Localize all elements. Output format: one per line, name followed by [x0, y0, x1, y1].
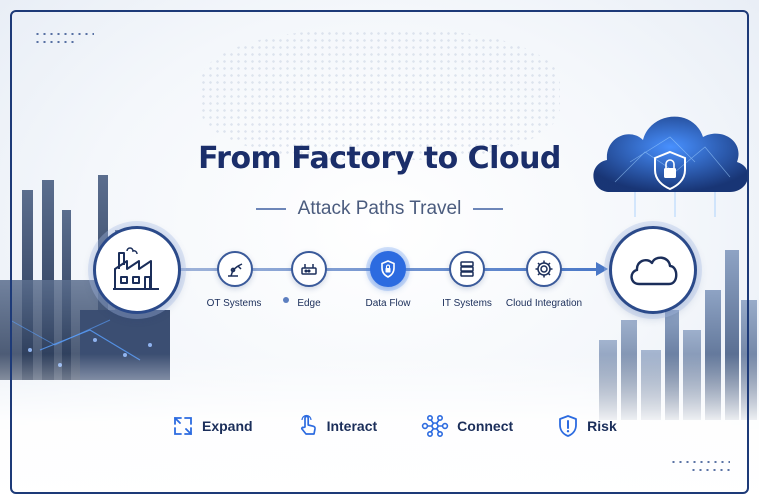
cloud-icon	[630, 256, 678, 286]
cloud-hero-graphic	[593, 116, 749, 217]
robot-arm-icon	[228, 263, 243, 277]
dot-strip-bottom-right	[670, 460, 730, 464]
gear-icon	[535, 260, 553, 278]
node-edge[interactable]	[291, 251, 327, 287]
router-icon	[301, 264, 317, 275]
node-label-ot-systems: OT Systems	[206, 298, 262, 309]
node-data-flow[interactable]	[370, 251, 406, 287]
node-it-systems[interactable]	[449, 251, 485, 287]
risk-label: Risk	[587, 418, 617, 434]
bottom-fade	[0, 354, 759, 504]
connect-button[interactable]: Connect	[399, 408, 535, 444]
expand-button[interactable]: Expand	[150, 408, 275, 444]
dot-strip-top-left-2	[34, 40, 74, 44]
action-bar: Expand Interact Connect	[150, 408, 620, 444]
risk-button[interactable]: Risk	[535, 408, 639, 444]
shield-alert-icon	[559, 415, 578, 437]
world-map-dots	[200, 30, 560, 160]
dot-strip-bottom-right-2	[690, 468, 730, 472]
cloud-node[interactable]	[609, 226, 697, 314]
node-label-edge: Edge	[297, 298, 321, 309]
subtitle-row: Attack Paths Travel	[0, 198, 759, 220]
factory-node[interactable]	[93, 226, 181, 314]
expand-label: Expand	[202, 418, 253, 434]
node-label-cloud-integration: Cloud Integration	[505, 298, 583, 309]
node-label-data-flow: Data Flow	[365, 298, 411, 309]
dot-strip-top-left	[34, 32, 94, 36]
server-icon	[460, 261, 474, 277]
node-cloud-integration[interactable]	[526, 251, 562, 287]
flow-dot	[283, 297, 289, 303]
interact-label: Interact	[326, 418, 378, 434]
decorative-frame	[10, 10, 749, 494]
network-icon	[421, 415, 449, 437]
subtitle-rule-left	[255, 208, 286, 210]
connect-label: Connect	[457, 418, 514, 434]
node-ot-systems[interactable]	[217, 251, 253, 287]
flow-arrow-head	[596, 262, 608, 276]
page-title: From Factory to Cloud	[198, 141, 561, 176]
subtitle: Attack Paths Travel	[297, 198, 462, 219]
pointer-hand-icon	[300, 414, 316, 435]
node-label-it-systems: IT Systems	[442, 298, 492, 309]
subtitle-rule-right	[473, 208, 504, 210]
factory-icon	[113, 247, 159, 290]
shield-lock-icon	[381, 260, 395, 278]
interact-button[interactable]: Interact	[275, 408, 400, 444]
expand-icon	[174, 417, 192, 435]
